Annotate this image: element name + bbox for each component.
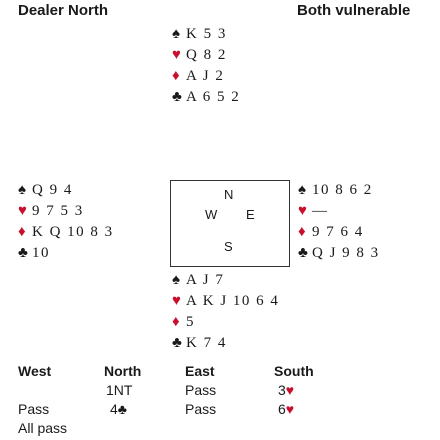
- auction-header-south: South: [274, 363, 314, 379]
- west-diamonds-row: ♦K Q 10 8 3: [18, 222, 114, 243]
- diamond-icon: ♦: [172, 314, 182, 330]
- east-diamonds-row: ♦9 7 6 4: [298, 222, 380, 243]
- auction-all-pass: All pass: [18, 420, 68, 436]
- north-hearts-row: ♥Q 8 2: [172, 45, 240, 66]
- south-hearts: A K J 10 6 4: [186, 293, 280, 309]
- east-spades-row: ♠10 8 6 2: [298, 180, 380, 201]
- club-icon: ♣: [18, 245, 30, 261]
- west-clubs-row: ♣10: [18, 243, 114, 264]
- diamond-icon: ♦: [298, 224, 308, 240]
- south-diamonds-row: ♦5: [172, 312, 279, 333]
- south-hand: ♠A J 7 ♥A K J 10 6 4 ♦5 ♣K 7 4: [172, 270, 279, 354]
- north-spades-row: ♠K 5 3: [172, 24, 240, 45]
- auction-bid: Pass: [18, 401, 50, 417]
- auction-bid: 4♣: [110, 401, 127, 417]
- east-clubs: Q J 9 8 3: [312, 245, 380, 261]
- west-diamonds: K Q 10 8 3: [32, 224, 114, 240]
- auction-bid: Pass: [185, 401, 217, 417]
- vulnerability-label: Both vulnerable: [297, 2, 411, 19]
- east-spades: 10 8 6 2: [312, 182, 373, 198]
- compass-south: S: [224, 239, 233, 254]
- north-clubs-row: ♣A 6 5 2: [172, 87, 240, 108]
- diamond-icon: ♦: [172, 68, 182, 84]
- diamond-icon: ♦: [18, 224, 28, 240]
- north-hand: ♠K 5 3 ♥Q 8 2 ♦A J 2 ♣A 6 5 2: [172, 24, 240, 108]
- club-icon: ♣: [298, 245, 310, 261]
- heart-icon: ♥: [172, 293, 183, 309]
- west-spades-row: ♠Q 9 4: [18, 180, 114, 201]
- west-hearts-row: ♥9 7 5 3: [18, 201, 114, 222]
- auction-header-west: West: [18, 363, 52, 379]
- spade-icon: ♠: [298, 182, 308, 198]
- heart-icon: ♥: [298, 203, 309, 219]
- north-hearts: Q 8 2: [186, 47, 227, 63]
- west-hand: ♠Q 9 4 ♥9 7 5 3 ♦K Q 10 8 3 ♣10: [18, 180, 114, 264]
- dealer-label: Dealer North: [18, 2, 109, 19]
- auction-header-north: North: [104, 363, 142, 379]
- spade-icon: ♠: [172, 26, 182, 42]
- spade-icon: ♠: [172, 272, 182, 288]
- compass-north: N: [224, 187, 234, 202]
- east-hearts-row: ♥—: [298, 201, 380, 222]
- auction-bid: 6♥: [278, 401, 295, 417]
- auction-bid: 3♥: [278, 382, 295, 398]
- compass-box: N W E S: [170, 180, 290, 267]
- north-diamonds-row: ♦A J 2: [172, 66, 240, 87]
- compass-west: W: [205, 207, 218, 222]
- north-spades: K 5 3: [186, 26, 227, 42]
- auction-bid: 1NT: [106, 382, 133, 398]
- south-hearts-row: ♥A K J 10 6 4: [172, 291, 279, 312]
- heart-icon: ♥: [18, 203, 29, 219]
- club-icon: ♣: [172, 89, 184, 105]
- south-spades-row: ♠A J 7: [172, 270, 279, 291]
- spade-icon: ♠: [18, 182, 28, 198]
- north-clubs: A 6 5 2: [186, 89, 241, 105]
- east-hand: ♠10 8 6 2 ♥— ♦9 7 6 4 ♣Q J 9 8 3: [298, 180, 380, 264]
- west-clubs: 10: [32, 245, 50, 261]
- south-spades: A J 7: [186, 272, 225, 288]
- compass-east: E: [246, 207, 255, 222]
- east-diamonds: 9 7 6 4: [312, 224, 364, 240]
- east-hearts: —: [312, 203, 329, 219]
- auction-bid: Pass: [185, 382, 217, 398]
- auction-header-east: East: [185, 363, 215, 379]
- west-hearts: 9 7 5 3: [32, 203, 84, 219]
- west-spades: Q 9 4: [32, 182, 73, 198]
- south-diamonds: 5: [186, 314, 195, 330]
- south-clubs-row: ♣K 7 4: [172, 333, 279, 354]
- east-clubs-row: ♣Q J 9 8 3: [298, 243, 380, 264]
- club-icon: ♣: [172, 335, 184, 351]
- north-diamonds: A J 2: [186, 68, 225, 84]
- south-clubs: K 7 4: [186, 335, 227, 351]
- heart-icon: ♥: [172, 47, 183, 63]
